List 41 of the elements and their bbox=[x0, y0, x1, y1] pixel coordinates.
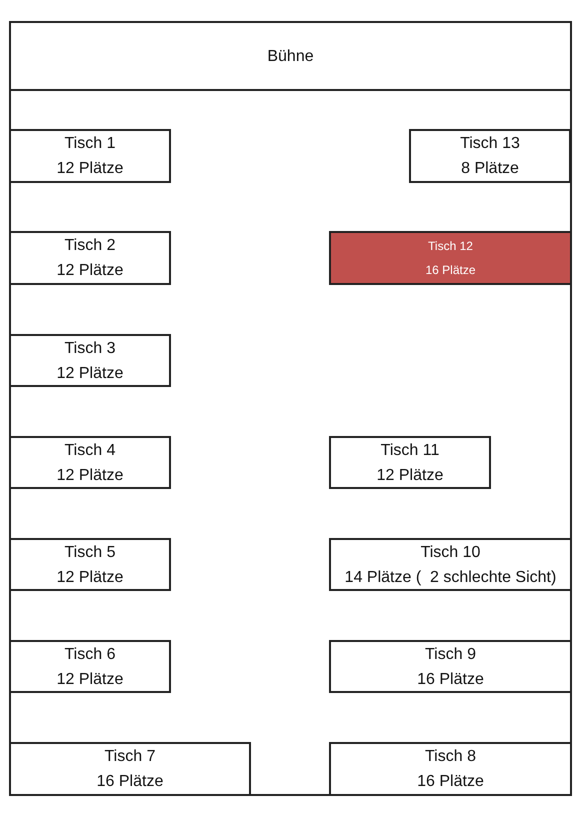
table-box bbox=[409, 129, 571, 183]
seat-count: 16 Plätze bbox=[96, 772, 164, 792]
table-name: Tisch 3 bbox=[64, 338, 116, 358]
seat-count: 16 Plätze bbox=[417, 772, 484, 792]
table-name: Tisch 9 bbox=[425, 644, 476, 664]
table-box bbox=[9, 538, 171, 591]
seat-count: 14 Plätze ( 2 schlechte Sicht) bbox=[344, 568, 556, 588]
table-name: Tisch 7 bbox=[104, 747, 156, 767]
seat-count: 12 Plätze bbox=[56, 568, 124, 588]
table-box bbox=[9, 742, 251, 796]
table-name: Tisch 11 bbox=[380, 440, 440, 460]
table-name: Tisch 2 bbox=[64, 236, 116, 256]
seat-count: 12 Plätze bbox=[56, 364, 124, 384]
table-box bbox=[329, 640, 572, 693]
table-name: Tisch 6 bbox=[64, 644, 116, 664]
table-box bbox=[9, 436, 171, 489]
table-box bbox=[9, 231, 171, 285]
seat-count: 12 Plätze bbox=[56, 159, 124, 179]
table-name: Tisch 13 bbox=[460, 134, 520, 154]
table-box bbox=[329, 436, 491, 489]
table-name: Bühne bbox=[267, 46, 314, 66]
table-name: Tisch 12 bbox=[428, 238, 473, 255]
table-name: Tisch 10 bbox=[420, 542, 480, 562]
table-name: Tisch 8 bbox=[425, 747, 476, 767]
table-name: Tisch 4 bbox=[64, 440, 116, 460]
seat-count: 12 Plätze bbox=[56, 466, 124, 486]
table-box bbox=[9, 640, 171, 693]
table-name: Tisch 5 bbox=[64, 542, 116, 562]
seat-count: 16 Plätze bbox=[425, 262, 476, 279]
seat-count: 12 Plätze bbox=[56, 670, 124, 690]
table-box bbox=[9, 334, 171, 387]
table-box bbox=[329, 742, 572, 796]
seat-count: 12 Plätze bbox=[376, 466, 444, 486]
table-box bbox=[9, 129, 171, 183]
table-name: Tisch 1 bbox=[64, 134, 116, 154]
seat-count: 12 Plätze bbox=[56, 261, 124, 281]
room-outline bbox=[9, 21, 572, 796]
table-box bbox=[329, 538, 572, 591]
seat-count: 16 Plätze bbox=[417, 670, 484, 690]
table-box bbox=[329, 231, 572, 285]
seat-count: 8 Plätze bbox=[461, 159, 519, 179]
